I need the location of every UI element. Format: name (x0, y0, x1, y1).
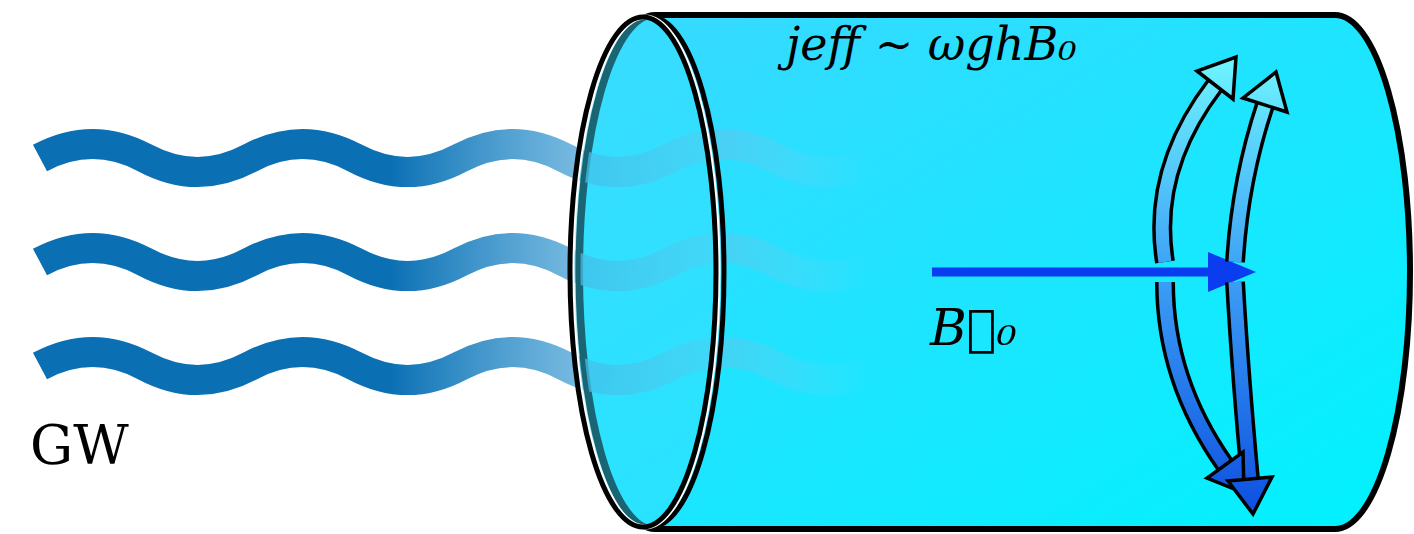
field-arrow-shaft (932, 268, 1212, 277)
current-arrows (1162, 85, 1265, 480)
current-arrow-heads (1197, 57, 1287, 514)
gravitational-waves (40, 144, 880, 380)
field-label: B⃗₀ (930, 300, 1017, 358)
wave-label: GW (30, 415, 129, 477)
current-label: jeff ∼ ωghB₀ (786, 18, 1077, 71)
end-cap (570, 17, 716, 527)
